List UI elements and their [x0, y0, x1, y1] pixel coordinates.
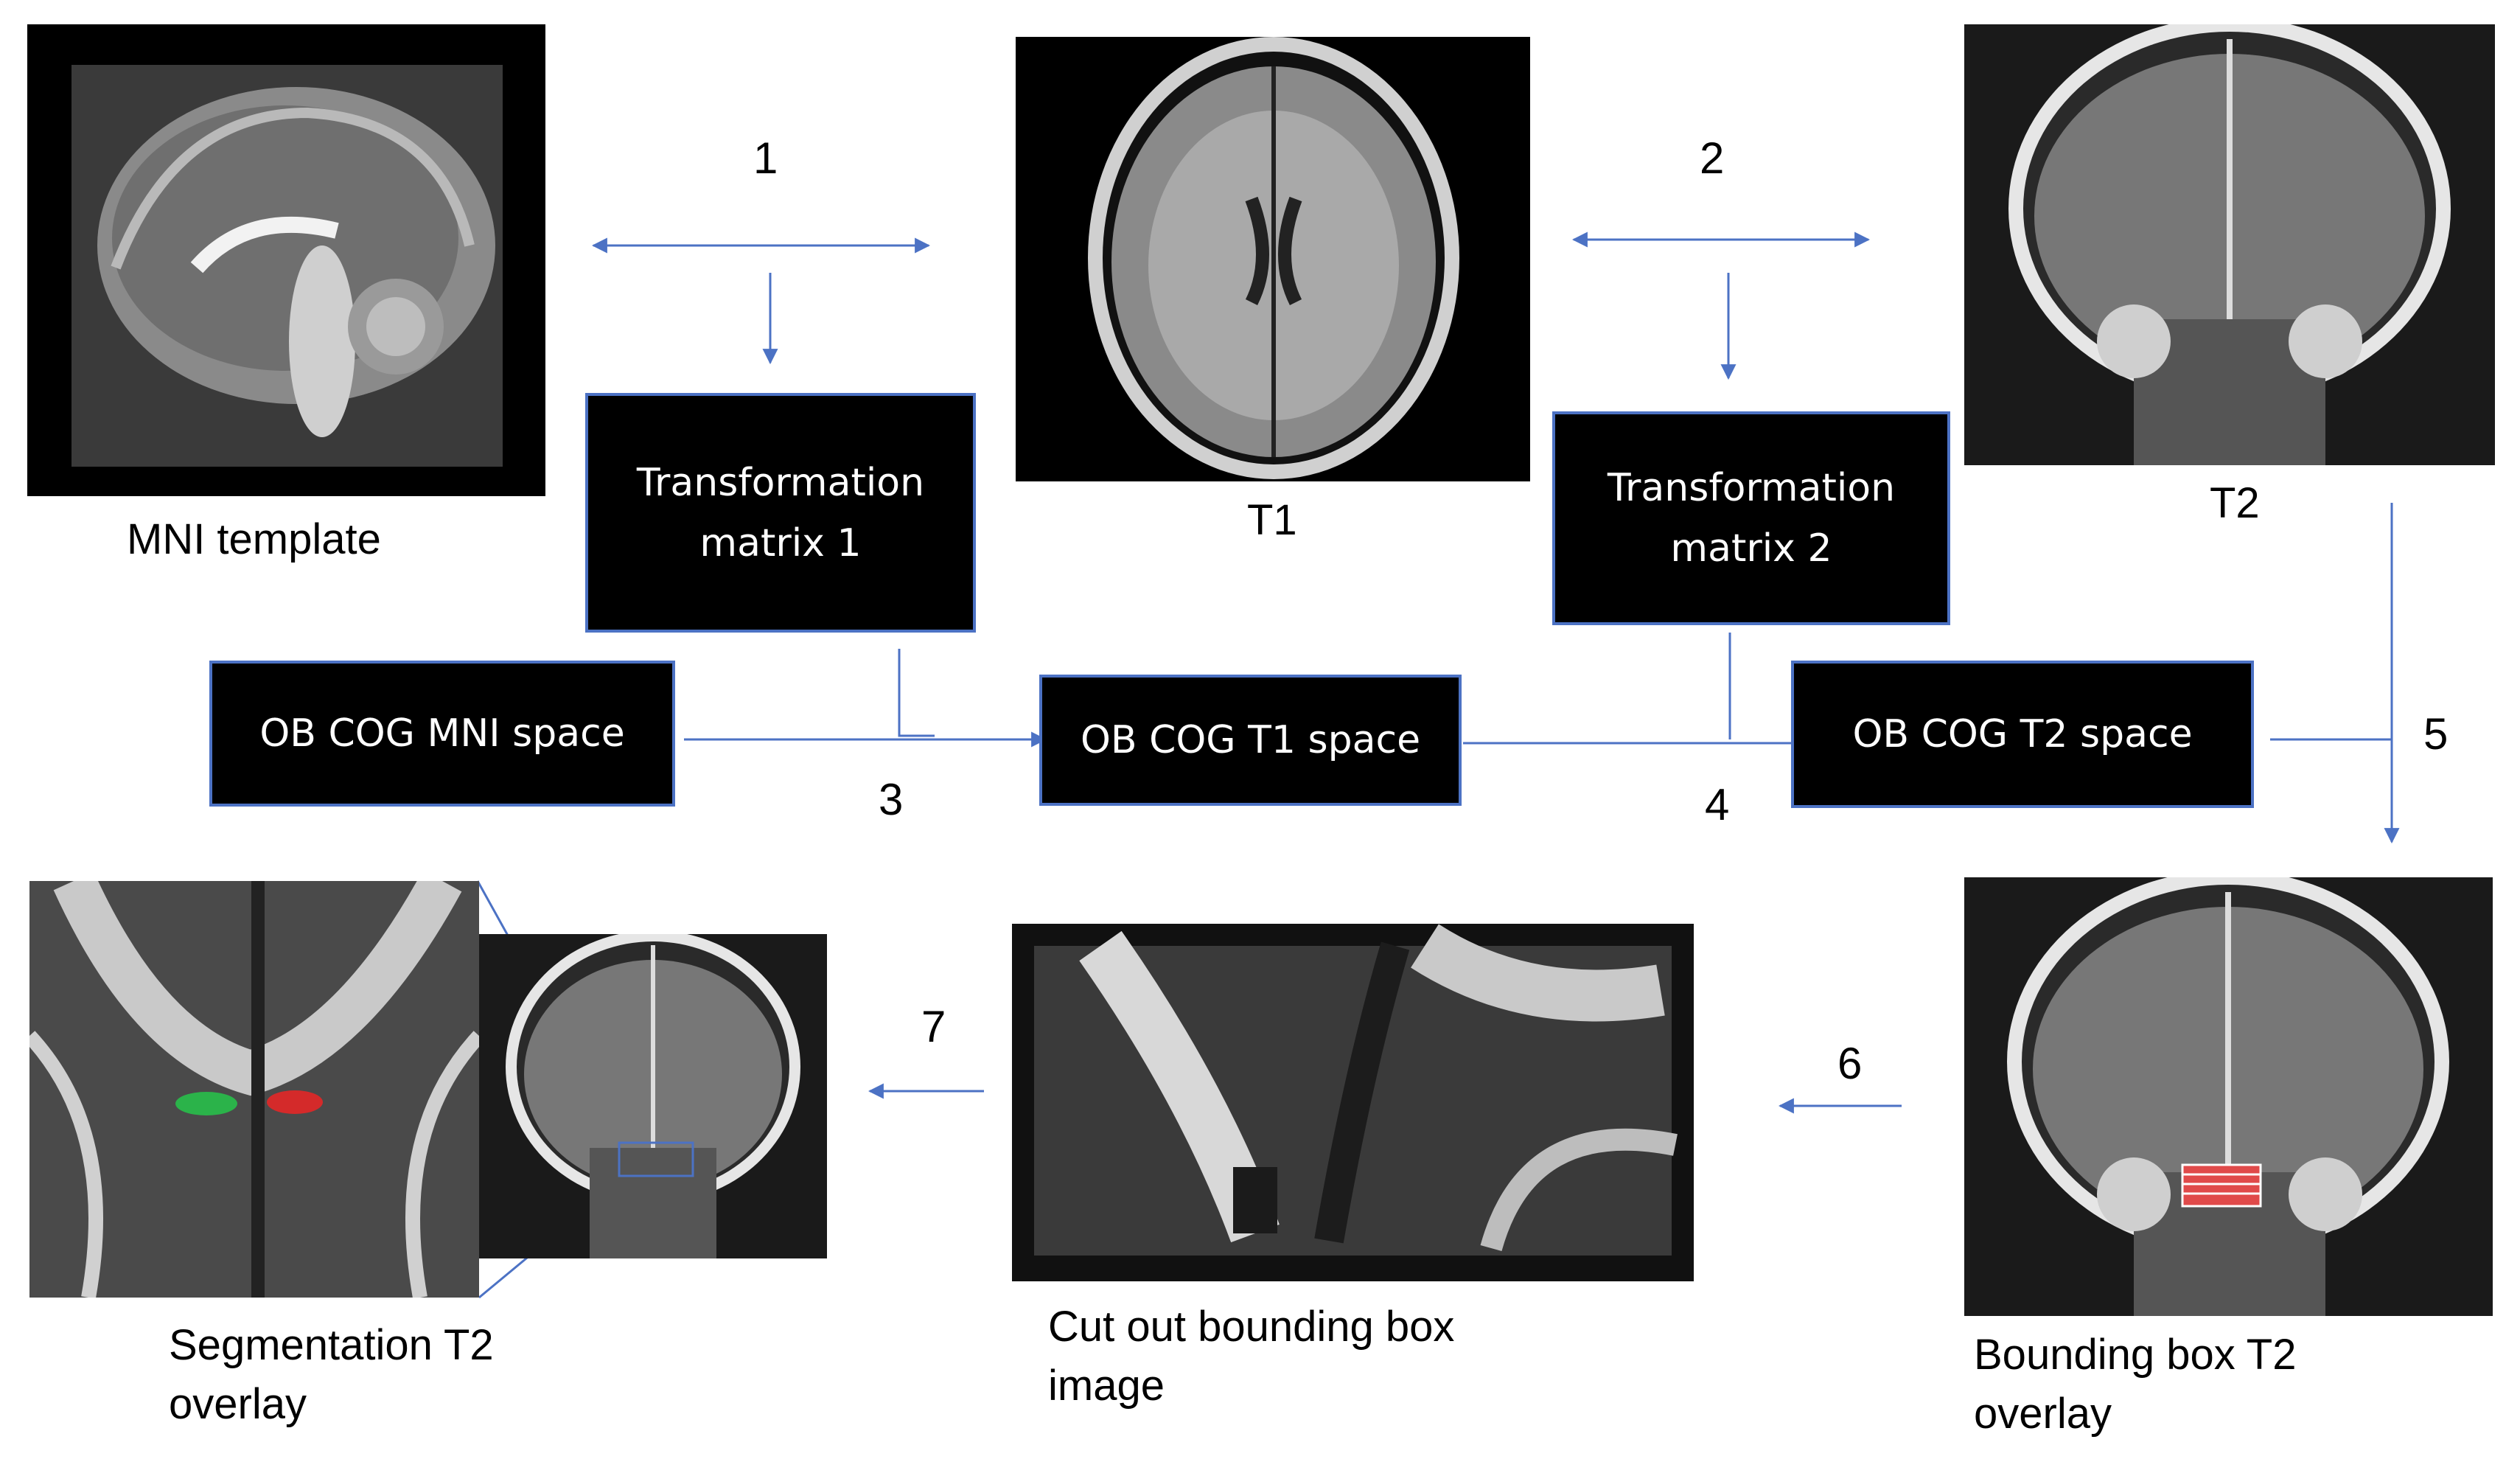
ob-cog-mni-label: OB COG MNI space: [259, 711, 625, 756]
segmentation-zoom-image: [29, 881, 479, 1298]
segmentation-left: [175, 1092, 237, 1115]
t2-label: T2: [2210, 479, 2260, 527]
step-3: 3: [879, 775, 904, 824]
ob-cog-t1-label: OB COG T1 space: [1080, 718, 1421, 762]
ob-cog-t1-box: OB COG T1 space: [1039, 675, 1462, 806]
segmentation-t2-label: Segmentation T2 overlay: [169, 1321, 494, 1428]
mni-template-image: [27, 24, 545, 496]
connector-tm1-down: [898, 649, 935, 737]
transformation-matrix-2-label: Transformation matrix 2: [1607, 466, 1896, 571]
ob-cog-t2-box: OB COG T2 space: [1791, 661, 2254, 808]
segmentation-right: [267, 1090, 323, 1114]
segmentation-overview-image: [479, 934, 827, 1258]
mni-template-label: MNI template: [127, 515, 381, 563]
step-6: 6: [1837, 1039, 1863, 1088]
t2-image: [1964, 24, 2495, 465]
transformation-matrix-2-box: Transformation matrix 2: [1552, 411, 1950, 625]
step-1: 1: [753, 133, 778, 183]
step-5: 5: [2423, 709, 2449, 759]
step-7: 7: [921, 1002, 946, 1051]
ob-cog-mni-box: OB COG MNI space: [209, 661, 675, 807]
bounding-box-t2-image: [1964, 877, 2493, 1316]
bounding-box-overlay: [2181, 1163, 2262, 1208]
t1-image: [1016, 37, 1530, 481]
t1-label: T1: [1247, 496, 1297, 544]
segmentation-overview-bbox: [618, 1141, 694, 1177]
ob-cog-t2-label: OB COG T2 space: [1852, 712, 2193, 756]
bounding-box-t2-label: Bounding box T2 overlay: [1974, 1331, 2297, 1438]
step-4: 4: [1705, 780, 1730, 829]
transformation-matrix-1-box: Transformation matrix 1: [585, 393, 976, 633]
transformation-matrix-1-label: Transformation matrix 1: [636, 460, 925, 565]
step-2: 2: [1700, 133, 1725, 183]
cutout-bbox-image: [1012, 924, 1694, 1281]
cutout-bbox-label: Cut out bounding box image: [1048, 1303, 1455, 1410]
